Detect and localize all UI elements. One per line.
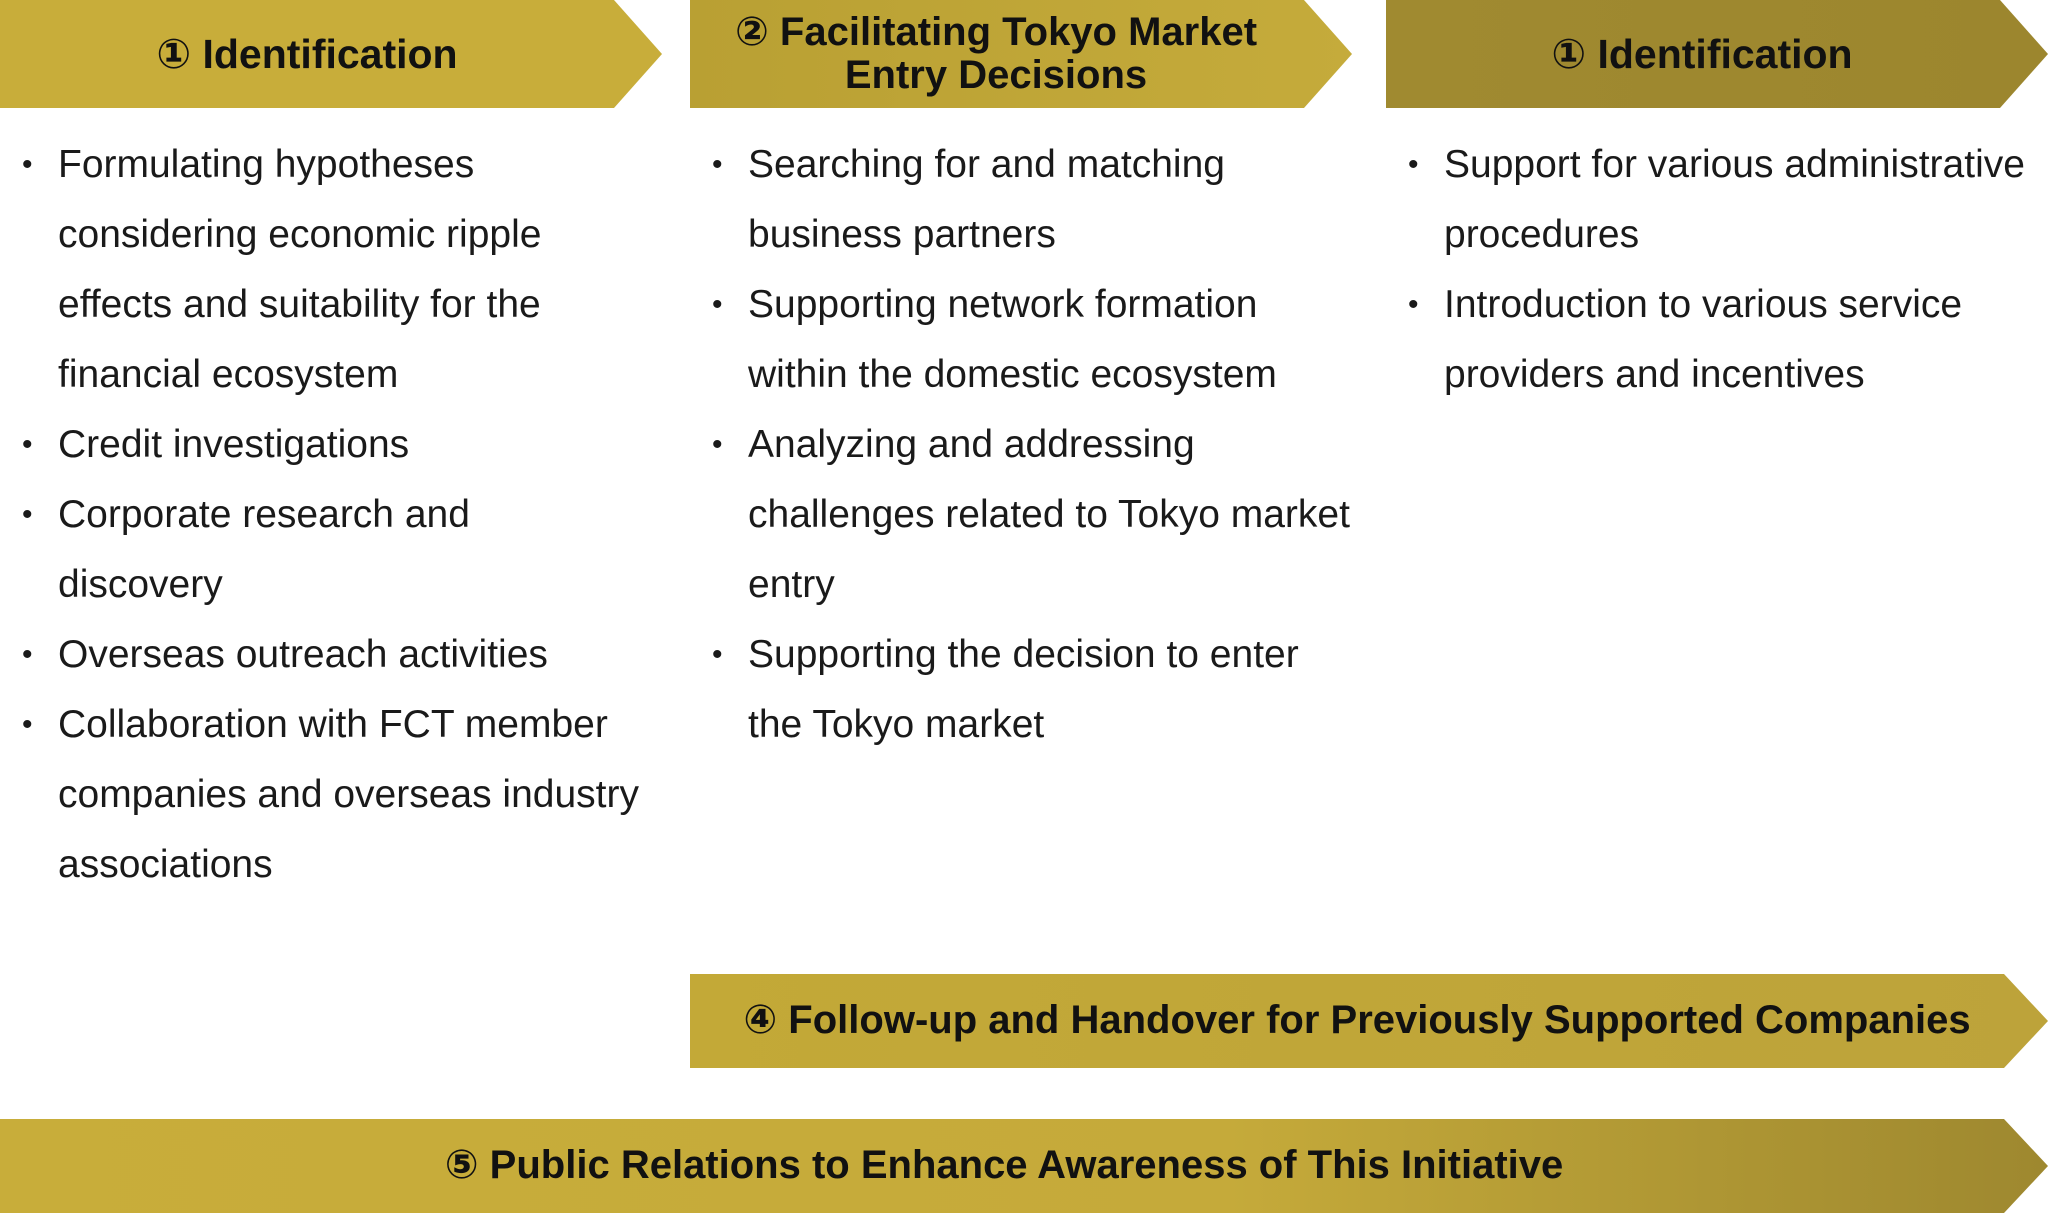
stage-2-title-line-2: Entry Decisions (844, 53, 1148, 97)
list-item: •Searching for and matching business par… (712, 130, 1352, 270)
stage-5-title: ⑤ Public Relations to Enhance Awareness … (444, 1143, 1564, 1188)
stage-3-arrow: ① Identification (1386, 0, 2048, 108)
stage-2-arrow: ② Facilitating Tokyo Market Entry Decisi… (690, 0, 1352, 108)
bullet-icon: • (22, 708, 33, 741)
list-item: •Support for various administrative proc… (1408, 130, 2028, 270)
list-item: •Supporting the decision to enter the To… (712, 620, 1352, 760)
list-item: •Corporate research and discovery (22, 480, 642, 620)
bullet-icon: • (1408, 148, 1419, 181)
bullet-icon: • (712, 148, 723, 181)
list-item: •Analyzing and addressing challenges rel… (712, 410, 1352, 620)
bullet-icon: • (22, 498, 33, 531)
list-item: •Supporting network formation within the… (712, 270, 1352, 410)
stage-5-arrow: ⑤ Public Relations to Enhance Awareness … (0, 1119, 2048, 1213)
stage-2-title-line-1: ② Facilitating Tokyo Market (734, 9, 1258, 54)
list-item: •Credit investigations (22, 410, 642, 480)
stage-1-title: ① Identification (156, 30, 458, 77)
stage-3-title: ① Identification (1551, 30, 1853, 77)
bullet-icon: • (712, 288, 723, 321)
stage-1-arrow: ① Identification (0, 0, 662, 108)
list-item: •Formulating hypotheses considering econ… (22, 130, 642, 410)
bullet-icon: • (22, 638, 33, 671)
list-item: •Collaboration with FCT member companies… (22, 690, 642, 900)
bullet-icon: • (712, 428, 723, 461)
stage-2-task-list: •Searching for and matching business par… (712, 130, 1352, 760)
stage-4-title: ④ Follow-up and Handover for Previously … (743, 998, 1971, 1043)
stage-4-arrow: ④ Follow-up and Handover for Previously … (690, 974, 2048, 1068)
stage-1-task-list: •Formulating hypotheses considering econ… (22, 130, 642, 900)
bullet-icon: • (22, 428, 33, 461)
bullet-icon: • (712, 638, 723, 671)
list-item: •Overseas outreach activities (22, 620, 642, 690)
bullet-icon: • (1408, 288, 1419, 321)
stage-2-title: ② Facilitating Tokyo Market Entry Decisi… (734, 9, 1258, 97)
bullet-icon: • (22, 148, 33, 181)
list-item: •Introduction to various service provide… (1408, 270, 2028, 410)
stage-3-task-list: •Support for various administrative proc… (1408, 130, 2028, 410)
